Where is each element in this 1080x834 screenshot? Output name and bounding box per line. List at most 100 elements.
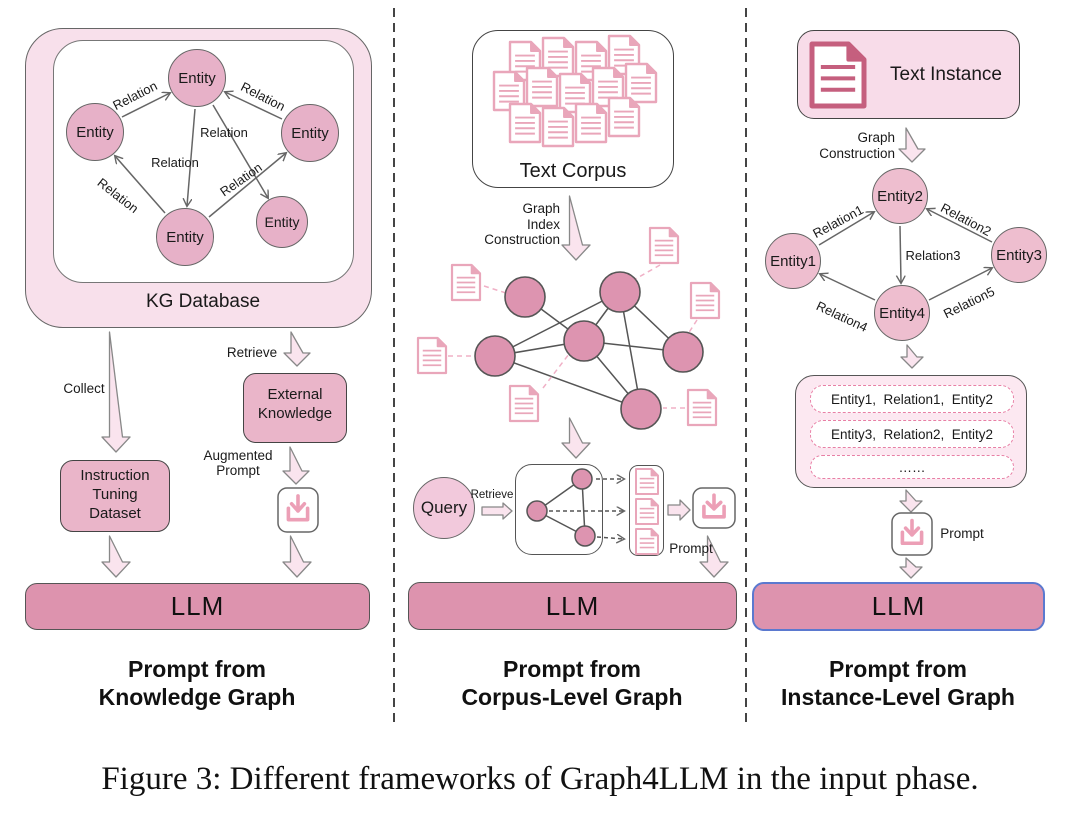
- block-arrow-down: [282, 446, 310, 485]
- graph-doc-icon-fold: [668, 227, 679, 238]
- prompt-label-middle: Prompt: [669, 541, 713, 556]
- llm-label: LLM: [545, 590, 600, 621]
- mini-graph-node: [574, 525, 596, 547]
- text-instance-doc-icon-fold: [846, 42, 866, 62]
- external-knowledge-box: [243, 373, 347, 443]
- kg-relation-arrow: [121, 93, 170, 118]
- block-arrow-down: [899, 489, 923, 513]
- figure-caption: Figure 3: Different frameworks of Graph4…: [101, 761, 979, 797]
- entity-circle: Entity: [281, 104, 339, 162]
- query-label: Query: [420, 498, 468, 517]
- kg-relation-arrow: [225, 92, 283, 120]
- entity-label: Entity: [291, 124, 329, 142]
- kg-relation-arrow: [115, 156, 166, 214]
- entity-relation-arrow: [928, 268, 992, 301]
- corpus-doc-icon-fold: [580, 73, 591, 84]
- retrieved-doc-icon-fold: [650, 528, 659, 537]
- block-arrow-down: [101, 535, 131, 578]
- text-instance-label: Text Instance: [890, 64, 1002, 85]
- retrieval-dashed-arrow: [596, 537, 624, 539]
- entity4-circle: Entity4: [874, 285, 930, 341]
- corpus-doc-icon-fold: [563, 37, 574, 48]
- entity-circle: Entity: [66, 103, 124, 161]
- block-arrow-down: [282, 535, 312, 578]
- doc-link-dashed: [483, 285, 507, 294]
- block-arrow-down: [699, 535, 729, 578]
- graph-index-construction-label: Graph Index Construction: [484, 201, 560, 247]
- entity-relation-arrow: [820, 274, 876, 301]
- block-arrow-down: [900, 344, 924, 369]
- doc-link-dashed: [542, 353, 570, 389]
- kg-relation-arrow: [187, 108, 196, 206]
- retrieve-label-middle: Retrieve: [470, 489, 514, 501]
- download-icon-middle-tray: [702, 504, 726, 519]
- entity-circle: Entity: [168, 49, 226, 107]
- graph-node: [620, 388, 662, 430]
- corpus-doc-icon-fold: [596, 103, 607, 114]
- triple-row-3: ……: [810, 455, 1014, 479]
- entity-label: Entity: [264, 214, 300, 230]
- triple-row-1: Entity1, Relation1, Entity2: [810, 385, 1014, 413]
- block-arrow-right: [481, 502, 513, 520]
- retrieve-label: Retrieve: [226, 345, 278, 360]
- entity-relation-arrow: [900, 225, 901, 283]
- graph-doc-icon-fold: [436, 337, 447, 348]
- retrieved-doc-icon-fold: [650, 468, 659, 477]
- graph-construction-label: Graph Construction: [819, 130, 895, 161]
- graph-edge: [494, 291, 621, 357]
- block-arrow-right: [667, 499, 691, 521]
- download-icon-left-head: [289, 502, 307, 513]
- graph-node: [563, 320, 605, 362]
- block-arrow-down: [898, 127, 926, 163]
- corpus-doc-icon-fold: [514, 71, 525, 82]
- entity3-circle: Entity3: [991, 227, 1047, 283]
- doc-link-dashed: [687, 319, 698, 335]
- kg-database-label: KG Database: [145, 291, 261, 312]
- external-knowledge-label: External Knowledge: [257, 386, 333, 422]
- query-circle: Query: [413, 477, 475, 539]
- entity2-circle: Entity2: [872, 168, 928, 224]
- graph-edge: [494, 355, 642, 410]
- graph-node: [599, 271, 641, 313]
- retrieved-doc-icon-fold: [650, 498, 659, 507]
- download-icon-middle-head: [705, 500, 723, 511]
- kg-relation-arrow: [208, 153, 286, 218]
- mini-graph-node: [571, 468, 593, 490]
- corpus-doc-icon-fold: [530, 41, 541, 52]
- relation-label: Relation: [200, 125, 248, 140]
- graph-node: [474, 335, 516, 377]
- corpus-doc-icon-fold: [629, 35, 640, 46]
- block-arrow-down: [101, 331, 131, 453]
- download-icon-right-tray: [900, 530, 924, 546]
- llm-bar-right: [752, 582, 1045, 631]
- graph-doc-icon-fold: [709, 282, 720, 293]
- caption-corpus-level-graph: Prompt from Corpus-Level Graph: [461, 656, 683, 710]
- block-arrow-down: [283, 331, 311, 367]
- llm-label: LLM: [170, 591, 225, 621]
- kg-relation-arrow: [212, 104, 268, 198]
- corpus-doc-icon-fold: [563, 107, 574, 118]
- corpus-doc-icon-fold: [629, 97, 640, 108]
- entity-circle: Entity: [256, 196, 308, 248]
- entity-circle: Entity: [156, 208, 214, 266]
- corpus-doc-icon-fold: [646, 63, 657, 74]
- relation-label: Relation: [151, 155, 199, 170]
- prompt-label-right: Prompt: [940, 526, 984, 541]
- graph-doc-icon-fold: [706, 389, 717, 400]
- entity-relation-arrow: [927, 209, 993, 243]
- corpus-doc-icon-fold: [547, 67, 558, 78]
- graph-doc-icon-fold: [528, 385, 539, 396]
- text-corpus-label: Text Corpus: [519, 160, 627, 182]
- entity1-label: Entity1: [770, 252, 816, 270]
- instruction-tuning-label: Instruction Tuning Dataset: [80, 467, 150, 522]
- entity2-label: Entity2: [877, 187, 923, 205]
- doc-link-dashed: [631, 264, 661, 282]
- corpus-doc-icon-fold: [596, 41, 607, 52]
- triple-row-2: Entity3, Relation2, Entity2: [810, 420, 1014, 448]
- block-arrow-down: [561, 195, 591, 261]
- entity4-label: Entity4: [879, 304, 925, 322]
- graph-doc-icon-fold: [470, 264, 481, 275]
- augmented-prompt-label: Augmented Prompt: [203, 448, 273, 478]
- llm-label: LLM: [871, 591, 926, 621]
